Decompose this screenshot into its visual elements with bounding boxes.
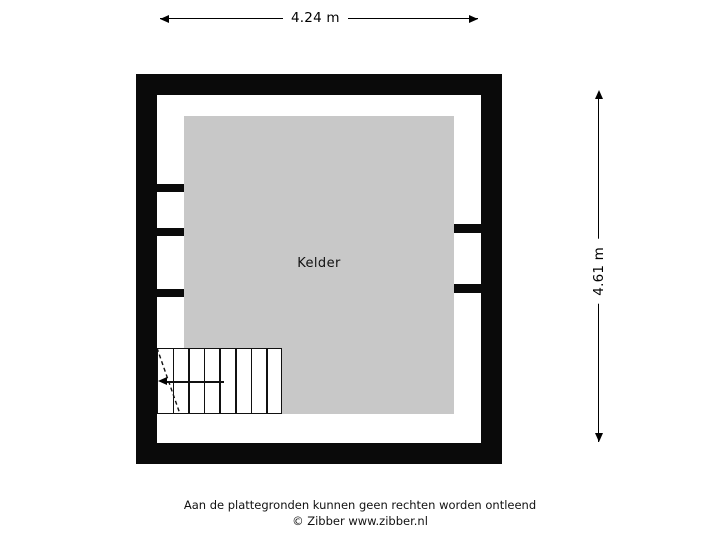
arrow-right-icon	[469, 15, 478, 23]
dimension-right-label: 4.61 m	[591, 239, 607, 304]
stair-step	[266, 349, 268, 413]
stair-step	[250, 349, 253, 413]
floorplan-drawing: Kelder	[136, 74, 502, 464]
dimension-top-label: 4.24 m	[283, 10, 348, 26]
wall-notch-left-2	[157, 228, 184, 236]
footer-line-2: © Zibber www.zibber.nl	[292, 514, 428, 528]
arrow-up-icon	[595, 90, 603, 99]
arrow-left-icon	[160, 15, 169, 23]
wall-notch-right-2	[454, 284, 481, 293]
footer-line-1: Aan de plattegronden kunnen geen rechten…	[183, 498, 537, 512]
wall-notch-left-3	[157, 289, 184, 297]
stair-break-line-icon	[157, 348, 181, 414]
arrow-down-icon	[595, 433, 603, 442]
stair-direction-line	[166, 381, 224, 383]
room-label-kelder: Kelder	[297, 256, 341, 271]
stair-step	[235, 349, 237, 413]
stair-direction-arrow-icon	[158, 377, 167, 385]
wall-notch-left-1	[157, 184, 184, 192]
wall-notch-right-1	[454, 224, 481, 233]
footer-disclaimer: Aan de plattegronden kunnen geen rechten…	[0, 497, 720, 529]
